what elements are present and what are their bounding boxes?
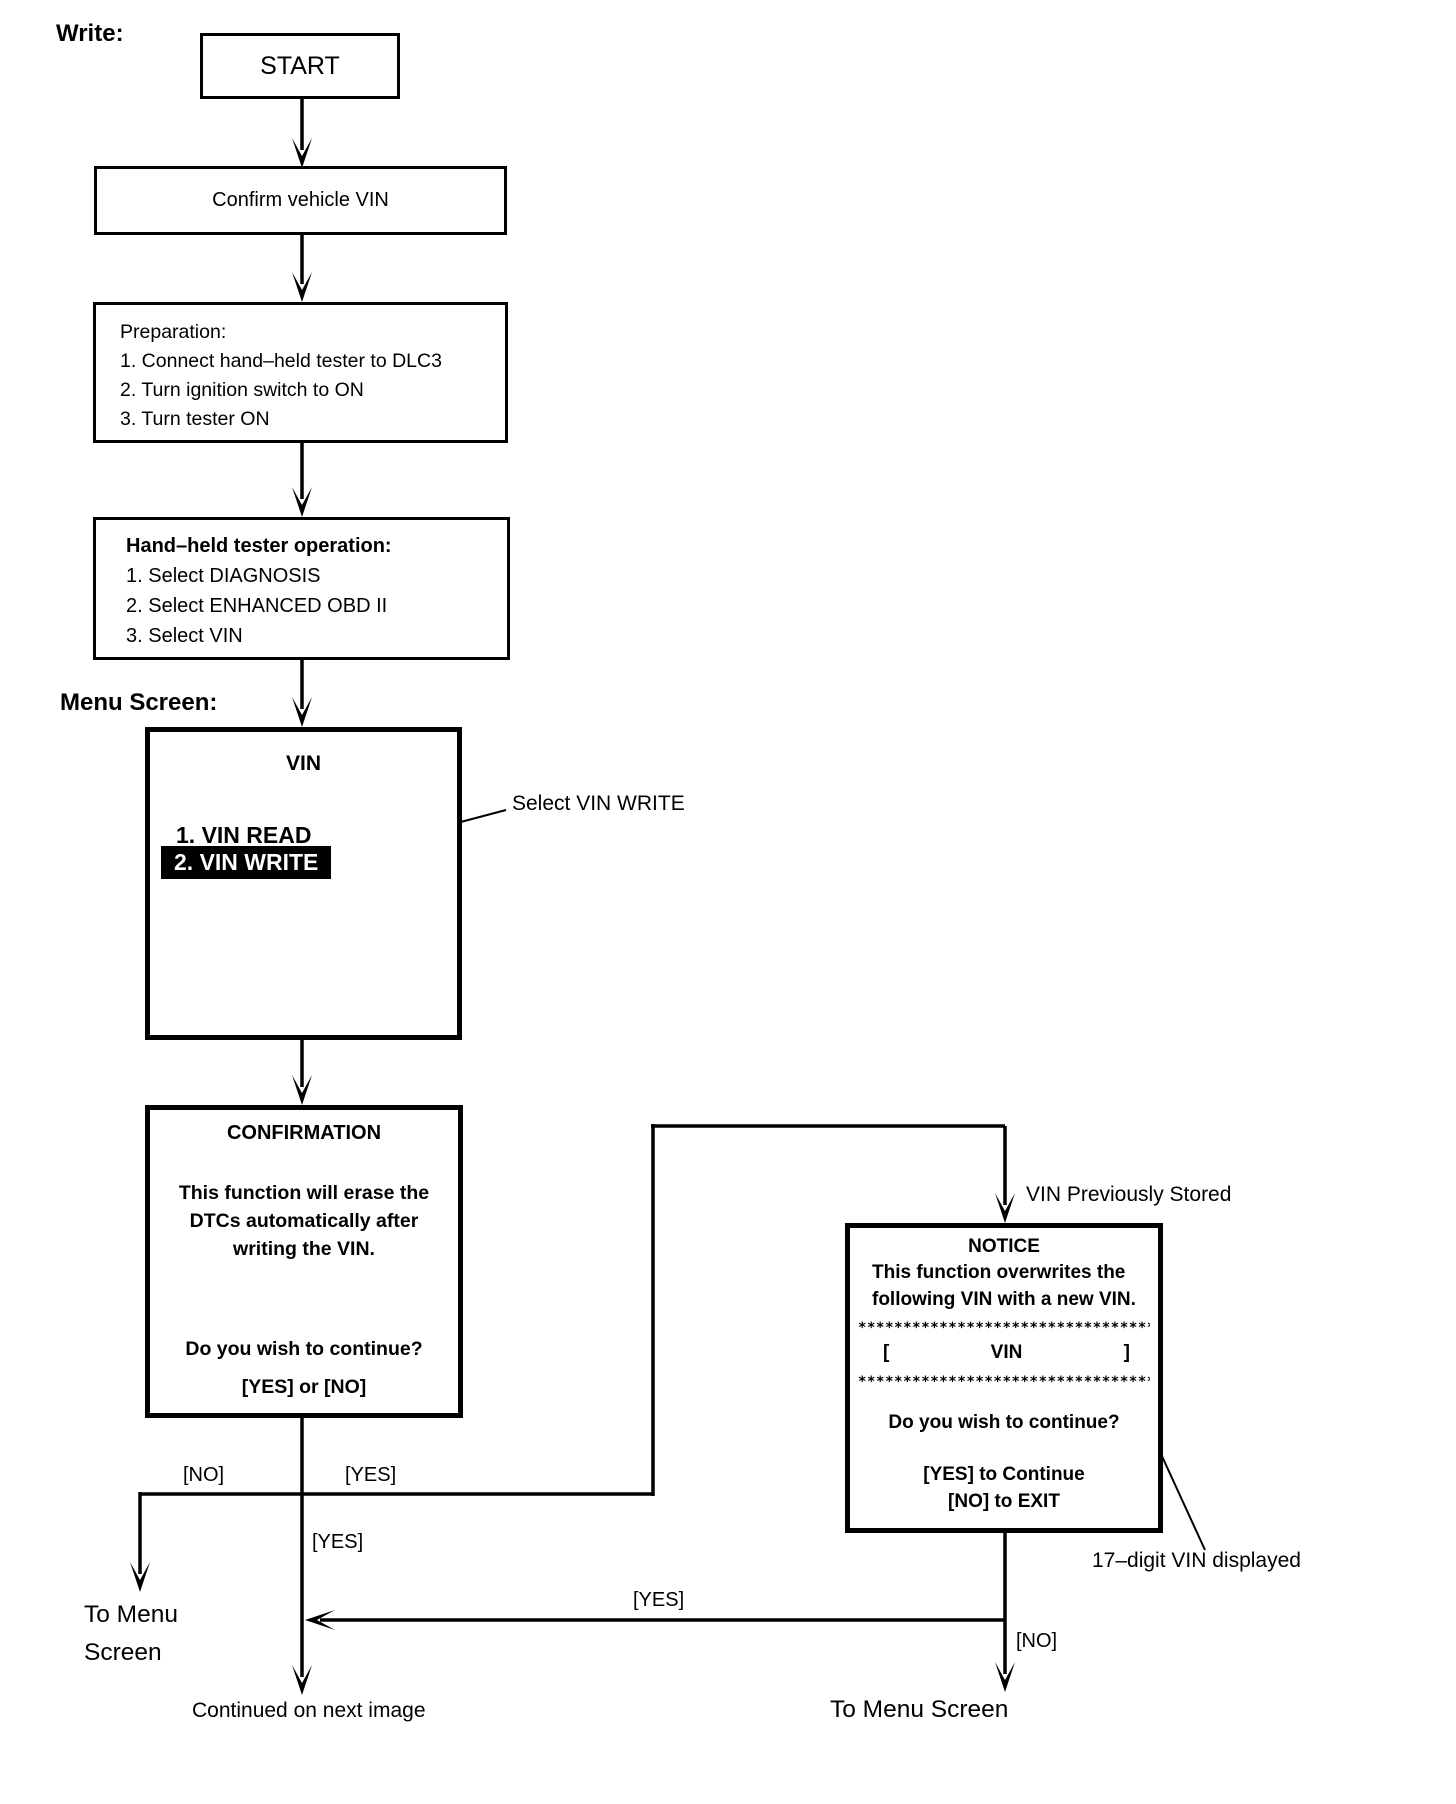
preparation-step-2: 2. Turn ignition switch to ON [120, 379, 364, 401]
confirmation-options: [YES] or [NO] [241, 1376, 367, 1398]
branch-label-notice-yes: [YES] [633, 1589, 685, 1611]
notice-vin-display-row: [ VIN ] [850, 1342, 1158, 1364]
preparation-node: Preparation: 1. Connect hand–held tester… [93, 302, 508, 443]
branch-label-confirmation-no: [NO] [183, 1464, 225, 1486]
confirmation-question: Do you wish to continue? [185, 1338, 423, 1360]
preparation-step-1: 1. Connect hand–held tester to DLC3 [120, 350, 442, 372]
start-node: START [200, 33, 400, 99]
notice-yes-line: [YES] to Continue [923, 1464, 1085, 1485]
seventeen-digit-vin-annotation: 17–digit VIN displayed [1092, 1549, 1301, 1572]
arrowhead-down [292, 138, 312, 168]
confirmation-body-line3: writing the VIN. [233, 1238, 375, 1260]
notice-asterisk-row-bottom: ********************************* [858, 1374, 1150, 1390]
tester-operation-title: Hand–held tester operation: [126, 535, 392, 557]
arrowhead-down [995, 1193, 1015, 1223]
tester-operation-step-3: 3. Select VIN [126, 625, 243, 647]
branch-label-notice-no: [NO] [1016, 1630, 1058, 1652]
notice-no-line: [NO] to EXIT [948, 1491, 1060, 1512]
exit-to-menu-left-line1: To Menu [84, 1601, 178, 1628]
menu-screen-label: Menu Screen: [60, 689, 218, 716]
confirmation-screen: CONFIRMATION This function will erase th… [145, 1105, 463, 1418]
write-section-label: Write: [56, 20, 124, 47]
notice-vin-value: VIN [990, 1342, 1023, 1363]
exit-to-menu-left-line2: Screen [84, 1639, 162, 1666]
vin-menu-title: VIN [285, 752, 321, 775]
confirmation-body-line1: This function will erase the [178, 1182, 430, 1204]
tester-operation-node: Hand–held tester operation: 1. Select DI… [93, 517, 510, 660]
tester-operation-step-1: 1. Select DIAGNOSIS [126, 565, 321, 587]
notice-question: Do you wish to continue? [888, 1412, 1120, 1433]
arrowhead-down [292, 697, 312, 727]
exit-to-menu-screen-left: To Menu Screen [84, 1596, 178, 1672]
notice-asterisk-row-top: ********************************* [858, 1320, 1150, 1336]
notice-body-line1: This function overwrites the [872, 1262, 1126, 1283]
notice-bracket-close: ] [1123, 1342, 1130, 1363]
preparation-step-3: 3. Turn tester ON [120, 408, 270, 430]
notice-screen: NOTICE This function overwrites the foll… [845, 1223, 1163, 1533]
confirm-vin-label: Confirm vehicle VIN [212, 189, 389, 211]
menu-item-vin-write: 2. VIN WRITE [161, 846, 331, 879]
confirmation-title: CONFIRMATION [226, 1122, 382, 1144]
branch-label-confirmation-yes-down: [YES] [312, 1531, 364, 1553]
branch-label-confirmation-yes-right: [YES] [345, 1464, 397, 1486]
start-node-label: START [260, 51, 340, 80]
arrowhead-down [292, 487, 312, 517]
menu-item-vin-read: 1. VIN READ [176, 822, 312, 848]
exit-to-menu-screen-right: To Menu Screen [830, 1696, 1009, 1723]
select-vin-write-annotation: Select VIN WRITE [512, 792, 685, 815]
vin-previously-stored-annotation: VIN Previously Stored [1026, 1183, 1232, 1206]
exit-continued-next-image: Continued on next image [192, 1699, 426, 1722]
arrowhead-left [305, 1610, 335, 1630]
arrowhead-down [995, 1662, 1015, 1692]
arrowhead-down [292, 1075, 312, 1105]
arrowhead-down [292, 1665, 312, 1695]
confirm-vin-node: Confirm vehicle VIN [94, 166, 507, 235]
arrowhead-down [130, 1562, 150, 1592]
preparation-title: Preparation: [120, 321, 227, 343]
notice-title: NOTICE [968, 1236, 1040, 1257]
tester-operation-step-2: 2. Select ENHANCED OBD II [126, 595, 388, 617]
vin-menu-screen: VIN 1. VIN READ 2. VIN WRITE [145, 727, 462, 1040]
arrowhead-down [292, 272, 312, 302]
notice-bracket-open: [ [883, 1342, 890, 1363]
notice-body-line2: following VIN with a new VIN. [872, 1289, 1136, 1310]
confirmation-body-line2: DTCs automatically after [189, 1210, 419, 1232]
